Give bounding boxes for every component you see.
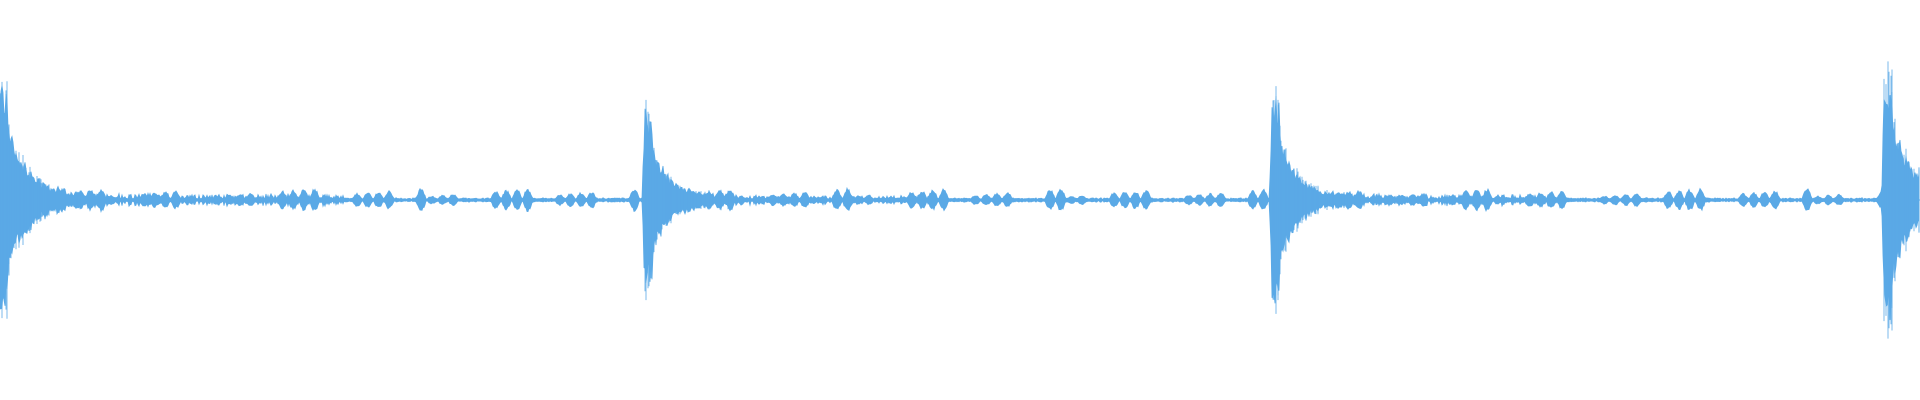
waveform-samples: [0, 61, 1920, 339]
waveform-envelope: [0, 85, 1920, 321]
